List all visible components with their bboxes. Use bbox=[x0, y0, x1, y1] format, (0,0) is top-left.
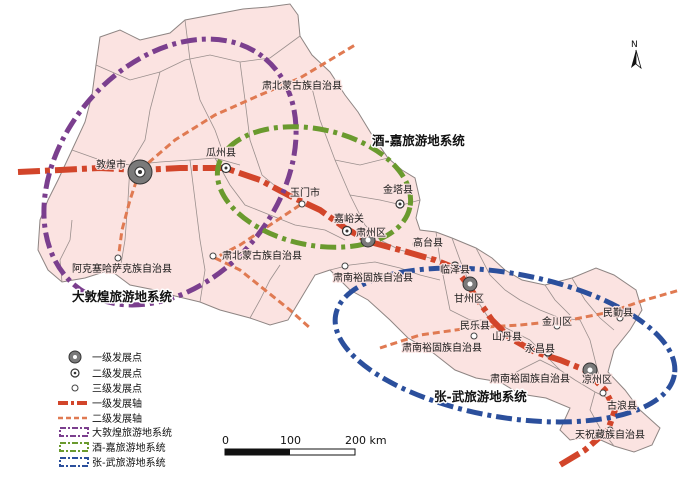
svg-text:二级发展点: 二级发展点 bbox=[92, 367, 142, 380]
label-guazhou: 瓜州县 bbox=[206, 147, 236, 159]
label-jinchuan: 金川区 bbox=[542, 315, 572, 328]
secondary-axes bbox=[116, 43, 681, 350]
level3-point-subei bbox=[209, 252, 217, 260]
secondary-axis-east bbox=[379, 288, 681, 350]
label-gaotai: 高台县 bbox=[413, 236, 443, 249]
label-yumen: 玉门市 bbox=[290, 186, 320, 199]
svg-text:一级发展轴: 一级发展轴 bbox=[92, 397, 142, 410]
label-ganzhou: 甘州区 bbox=[454, 292, 484, 305]
label-dunhuang: 敦煌市 bbox=[96, 158, 126, 171]
scale-tick-100: 100 bbox=[280, 434, 301, 447]
label-yongchang: 永昌县 bbox=[525, 342, 555, 355]
level3-point-minqin bbox=[616, 314, 624, 322]
scale-tick-200: 200 km bbox=[345, 434, 387, 447]
level2-point-dots bbox=[224, 166, 550, 354]
svg-text:三级发展点: 三级发展点 bbox=[92, 382, 142, 395]
scale-tick-0: 0 bbox=[222, 434, 229, 447]
svg-text:N: N bbox=[631, 40, 638, 50]
label-akesai: 阿克塞哈萨克族自治县 bbox=[72, 262, 172, 275]
level3-point-yumen bbox=[298, 200, 306, 208]
system-label-dunhuang: 大敦煌旅游地系统 bbox=[72, 289, 173, 304]
tourism-systems bbox=[41, 36, 678, 425]
label-subei-top: 肃北蒙古族自治县 bbox=[262, 79, 342, 92]
level3-point-akesai bbox=[114, 254, 122, 262]
legend: 一级发展点 二级发展点 三级发展点 一级发展轴 二级发展轴 大敦煌旅游地系统 酒… bbox=[58, 350, 172, 469]
secondary-axis-akesai bbox=[116, 169, 142, 261]
label-minqin: 民勤县 bbox=[603, 306, 633, 319]
label-gulang: 古浪县 bbox=[607, 399, 637, 412]
level3-points bbox=[114, 200, 624, 434]
level1-point-suzhou bbox=[360, 232, 376, 248]
legend-sys-zhangwu: 张-武旅游地系统 bbox=[59, 456, 166, 469]
label-linze: 临泽县 bbox=[440, 263, 470, 276]
label-subei-bottom: 肃北蒙古族自治县 bbox=[222, 249, 302, 262]
label-sunan-east: 肃南裕固族自治县 bbox=[402, 341, 482, 354]
primary-axes bbox=[17, 164, 619, 468]
legend-sys-jiujia: 酒-嘉旅游地系统 bbox=[59, 441, 166, 454]
label-shandan: 山丹县 bbox=[492, 331, 522, 343]
legend-sys-dunhuang: 大敦煌旅游地系统 bbox=[59, 426, 172, 439]
svg-text:大敦煌旅游地系统: 大敦煌旅游地系统 bbox=[92, 426, 172, 439]
level1-point-liangzhou bbox=[582, 362, 598, 378]
system-zhangwu-ellipse bbox=[332, 265, 678, 425]
level3-point-sunan-west bbox=[341, 262, 349, 270]
legend-level3-point: 三级发展点 bbox=[71, 382, 142, 395]
label-minle: 民乐县 bbox=[460, 320, 490, 332]
level3-point-gulang bbox=[599, 389, 607, 397]
label-jiayuguan: 嘉峪关 bbox=[334, 212, 364, 225]
level1-point-ganzhou bbox=[462, 276, 478, 292]
level3-point-shandan bbox=[496, 330, 504, 338]
secondary-axis-south bbox=[214, 256, 312, 330]
level3-point-minle bbox=[470, 332, 478, 340]
legend-level2-axis: 二级发展轴 bbox=[58, 412, 142, 425]
development-points bbox=[114, 159, 624, 434]
system-label-jiujia: 酒-嘉旅游地系统 bbox=[372, 133, 465, 148]
legend-level1-axis: 一级发展轴 bbox=[58, 397, 142, 410]
system-label-zhangwu: 张-武旅游地系统 bbox=[434, 389, 527, 404]
level1-point-dunhuang bbox=[127, 159, 153, 185]
label-sunan-south: 肃南裕固族自治县 bbox=[490, 372, 570, 385]
label-sunan-west: 肃南裕固族自治县 bbox=[333, 271, 413, 284]
place-labels: 肃北蒙古族自治县 敦煌市 瓜州县 玉门市 金塔县 嘉峪关 肃州区 高台县 临泽县… bbox=[71, 78, 647, 443]
svg-text:张-武旅游地系统: 张-武旅游地系统 bbox=[92, 456, 166, 469]
primary-axis-main bbox=[17, 164, 619, 468]
secondary-axis-north bbox=[139, 43, 356, 172]
legend-level2-point: 二级发展点 bbox=[70, 367, 142, 380]
level3-point-gaotai bbox=[412, 240, 420, 248]
label-suzhou: 肃州区 bbox=[356, 227, 386, 239]
svg-text:酒-嘉旅游地系统: 酒-嘉旅游地系统 bbox=[92, 441, 166, 454]
label-liangzhou: 凉州区 bbox=[582, 373, 612, 386]
level3-point-jinchuan bbox=[553, 322, 561, 330]
legend-level1-point: 一级发展点 bbox=[68, 350, 142, 364]
system-dunhuang-ellipse bbox=[41, 36, 299, 308]
level3-point-tianzhu bbox=[606, 426, 614, 434]
svg-text:二级发展轴: 二级发展轴 bbox=[92, 412, 142, 425]
north-arrow-icon: N bbox=[631, 40, 642, 70]
scale-bar: 0 100 200 km bbox=[222, 434, 387, 456]
label-tianzhu: 天祝藏族自治县 bbox=[575, 428, 645, 441]
svg-text:一级发展点: 一级发展点 bbox=[92, 351, 142, 364]
system-jiujia-ellipse bbox=[214, 124, 414, 250]
label-jinta: 金塔县 bbox=[383, 183, 413, 196]
